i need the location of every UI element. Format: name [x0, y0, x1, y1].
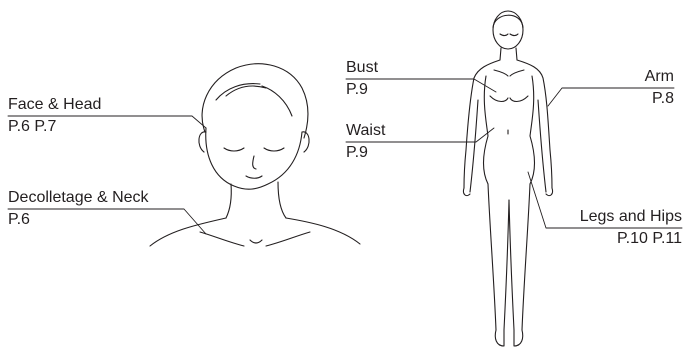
face-head-label: Face & Head	[8, 96, 101, 114]
decolletage-leader-line	[8, 209, 206, 234]
waist-label: Waist	[346, 122, 385, 140]
bust-leader-line	[346, 79, 496, 92]
arm-page-ref: P.8	[652, 90, 674, 108]
bust-label: Bust	[346, 59, 378, 77]
waist-page-ref: P.9	[346, 144, 368, 162]
decolletage-neck-page-ref: P.6	[8, 211, 30, 229]
bust-page-ref: P.9	[346, 81, 368, 99]
arm-label: Arm	[645, 68, 674, 86]
face-head-page-ref: P.6 P.7	[8, 118, 56, 136]
legs-hips-page-ref: P.10 P.11	[617, 230, 682, 248]
decolletage-neck-label: Decolletage & Neck	[8, 189, 149, 207]
legs-hips-label: Legs and Hips	[580, 208, 682, 226]
